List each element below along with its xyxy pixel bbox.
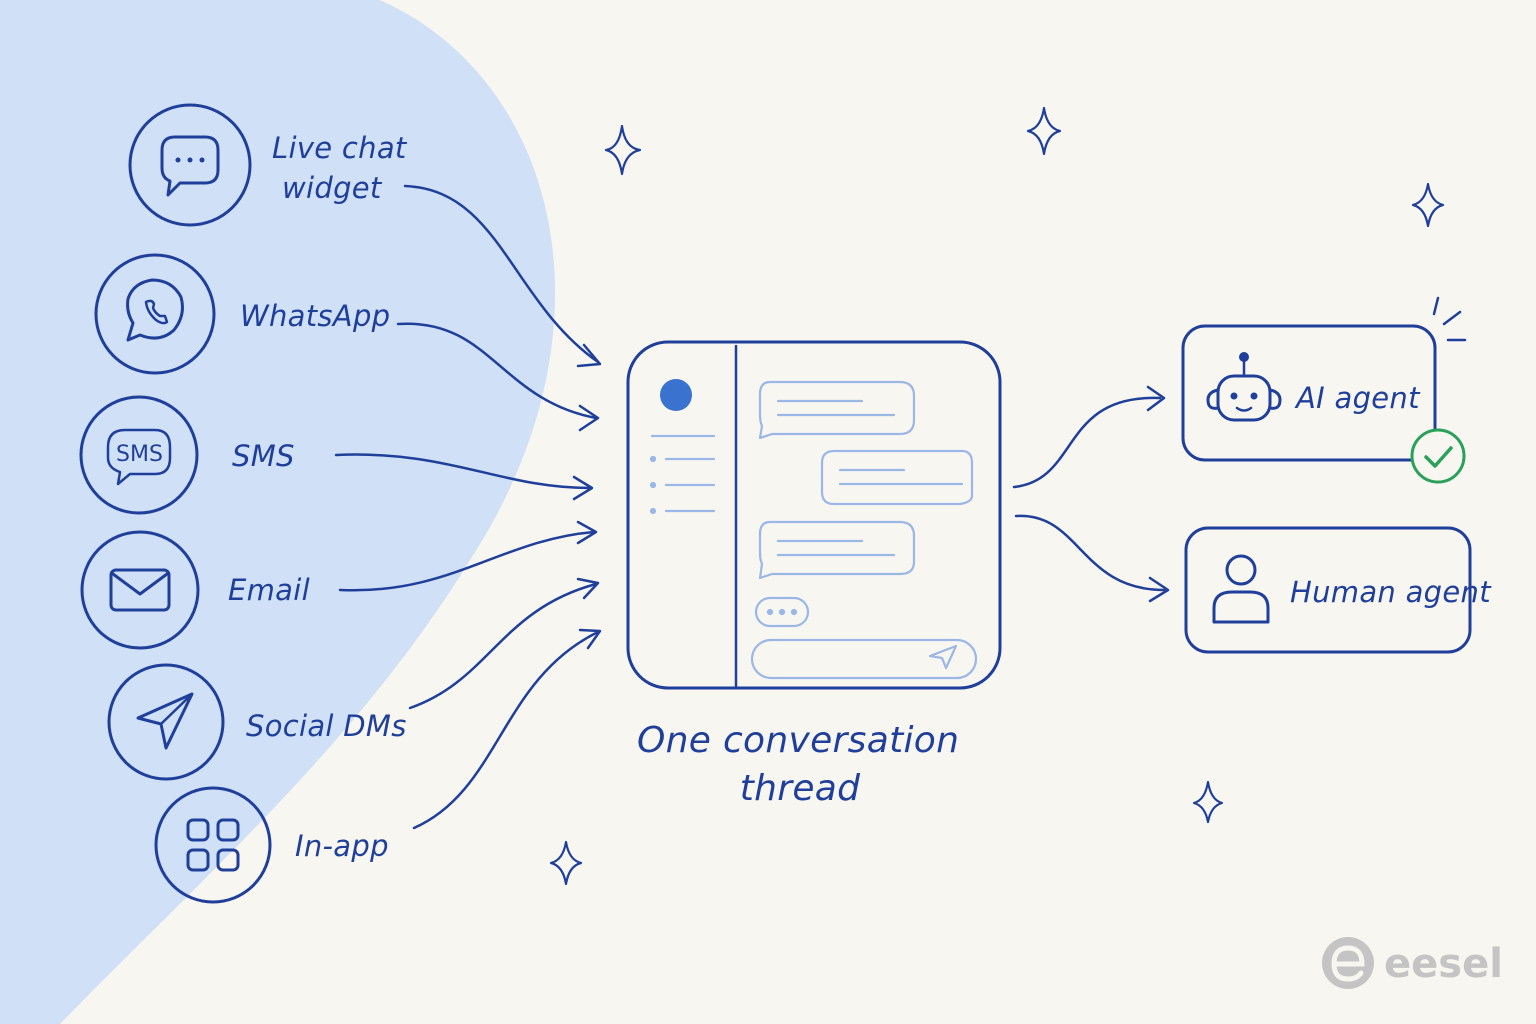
message-bubble [758, 380, 916, 440]
incoming-arrows [334, 184, 602, 830]
arrow-head [578, 404, 600, 432]
channel-label-sms: SMS [232, 439, 295, 473]
channel-label-social-dms: Social DMs [246, 709, 407, 743]
human-agent-card: Human agent [1184, 526, 1492, 654]
arrow-to-human-agent [1014, 514, 1166, 592]
sparkle-icon [1026, 106, 1062, 156]
arrow-head [576, 577, 600, 600]
channel-in-app: In-app [154, 786, 389, 904]
sparkle-icon [604, 124, 642, 176]
svg-text:SMS: SMS [116, 442, 163, 467]
channel-sms: SMS SMS [79, 395, 295, 515]
sparkle-icon [549, 840, 583, 886]
channel-email: Email [80, 530, 310, 650]
ai-agent-label: AI agent [1294, 381, 1421, 415]
channel-label-whatsapp: WhatsApp [240, 299, 390, 333]
arrow-in-app [412, 630, 600, 830]
channel-whatsapp: WhatsApp [94, 253, 390, 375]
contact-list [649, 455, 716, 515]
eesel-logo: eesel [1322, 937, 1503, 989]
arrow-head [1146, 385, 1166, 412]
arrow-head [576, 520, 598, 545]
arrow-head [1148, 576, 1170, 603]
message-bubble [758, 520, 916, 580]
robot-icon [1206, 352, 1282, 422]
eesel-logo-icon [1322, 937, 1374, 989]
outgoing-arrows [1012, 385, 1170, 603]
arrow-social-dms [408, 582, 598, 710]
hub-caption: One conversation thread [637, 720, 971, 809]
ai-agent-card: AI agent [1181, 296, 1467, 484]
channel-label-in-app: In-app [295, 829, 389, 863]
arrow-email [338, 530, 596, 592]
envelope-icon [109, 568, 171, 612]
person-icon [1212, 554, 1270, 624]
sms-icon: SMS [106, 428, 172, 486]
sparkle-icon [1192, 780, 1224, 824]
message-input [750, 638, 978, 680]
check-circle-icon [1410, 428, 1466, 484]
chat-bubble-icon [160, 135, 220, 197]
sparkle-icon [1411, 182, 1445, 228]
message-bubble [820, 449, 974, 506]
channel-label-email: Email [228, 573, 310, 607]
paper-plane-icon [136, 692, 194, 750]
arrow-whatsapp [396, 322, 598, 420]
arrow-live-chat [403, 184, 600, 364]
shine-lines [1432, 296, 1467, 342]
brand-name: eesel [1384, 941, 1503, 987]
channel-live-chat: Live chat widget [128, 103, 416, 227]
whatsapp-icon [126, 278, 184, 342]
typing-indicator [754, 596, 810, 628]
arrow-head [578, 628, 602, 650]
arrow-to-ai-agent [1012, 396, 1162, 489]
channel-social-dms: Social DMs [107, 663, 407, 781]
arrow-head [576, 343, 602, 368]
conversation-window [626, 340, 1002, 690]
avatar [660, 379, 692, 411]
channel-label-live-chat: Live chat widget [272, 131, 416, 205]
arrow-head [572, 475, 594, 501]
arrow-sms [334, 453, 592, 490]
sparkle-icons [549, 106, 1445, 886]
human-agent-label: Human agent [1290, 575, 1492, 609]
app-grid-icon [186, 818, 240, 872]
send-icon [928, 644, 958, 670]
